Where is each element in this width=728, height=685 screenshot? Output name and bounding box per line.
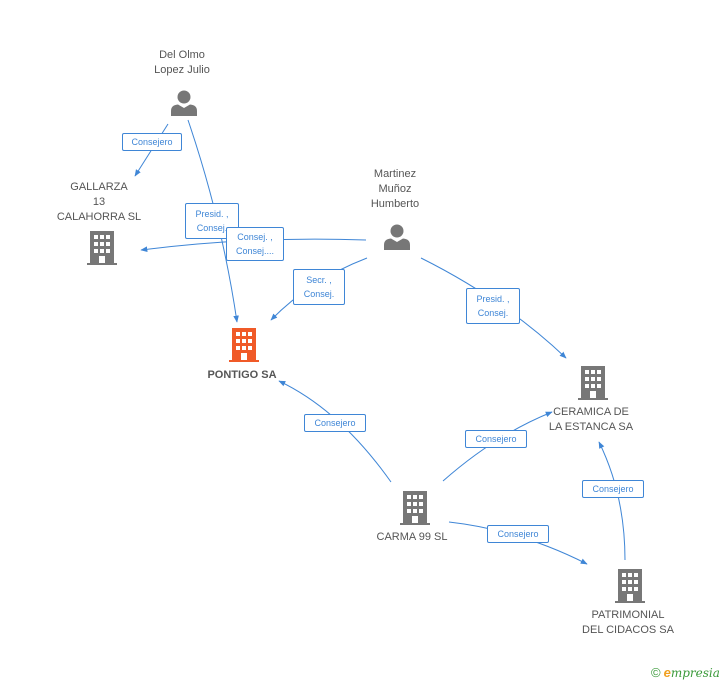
node-label-line: 13: [92, 196, 106, 208]
node-label-line: CERAMICA DE: [553, 406, 629, 418]
edge-label-martinez-ceramica[interactable]: Presid. , Consej.: [466, 288, 520, 324]
node-label-line: Lopez Julio: [154, 64, 210, 76]
node-label-del-olmo[interactable]: Del Olmo Lopez Julio: [122, 48, 242, 78]
node-label-line: Martinez: [373, 168, 417, 180]
person-icon[interactable]: [171, 90, 197, 117]
edge-label-line: Presid. ,: [476, 294, 510, 304]
node-label-carma[interactable]: CARMA 99 SL: [352, 530, 472, 545]
edge-label-carma-ceramica[interactable]: Consejero: [465, 430, 527, 448]
edge-label-line: Consej. ,: [237, 232, 273, 242]
brand-name: mpresia: [670, 666, 720, 680]
node-label-ceramica[interactable]: CERAMICA DE LA ESTANCA SA: [531, 405, 651, 435]
edge-label-line: Consejero: [131, 137, 173, 147]
edge-label-line: Consej.: [303, 289, 335, 299]
edge-label-line: Secr. ,: [306, 275, 332, 285]
copyright-icon: ©: [651, 665, 661, 680]
edge-label-line: Consejero: [314, 418, 356, 428]
building-icon-focus[interactable]: [229, 328, 259, 362]
building-icon[interactable]: [578, 366, 608, 400]
node-label-line: DEL CIDACOS SA: [582, 624, 674, 636]
node-label-line: CALAHORRA SL: [56, 211, 142, 223]
edge-label-del-olmo-gallarza[interactable]: Consejero: [122, 133, 182, 151]
edge-label-line: Presid. ,: [195, 209, 229, 219]
brand-e: e: [663, 665, 671, 680]
node-label-line: LA ESTANCA SA: [548, 421, 634, 433]
node-label-patrimonial[interactable]: PATRIMONIAL DEL CIDACOS SA: [568, 608, 688, 638]
node-label-line: Del Olmo: [159, 49, 205, 61]
edge-label-line: Consejero: [592, 484, 634, 494]
node-label-line: CARMA 99 SL: [376, 531, 448, 543]
node-label-line: PATRIMONIAL: [591, 609, 665, 621]
node-label-pontigo[interactable]: PONTIGO SA: [182, 368, 302, 383]
edge-label-martinez-gallarza[interactable]: Consej. , Consej....: [226, 227, 284, 261]
edge-patrimonial-ceramica: [598, 441, 626, 561]
node-label-gallarza[interactable]: GALLARZA 13 CALAHORRA SL: [39, 180, 159, 225]
edge-label-line: Consejero: [475, 434, 517, 444]
edge-label-carma-patrimonial[interactable]: Consejero: [487, 525, 549, 543]
edge-label-carma-pontigo[interactable]: Consejero: [304, 414, 366, 432]
building-icon[interactable]: [400, 491, 430, 525]
node-label-line: PONTIGO SA: [207, 369, 277, 381]
edge-label-martinez-pontigo[interactable]: Secr. , Consej.: [293, 269, 345, 305]
node-label-line: GALLARZA: [70, 181, 128, 193]
edge-label-line: Consejero: [497, 529, 539, 539]
node-label-martinez[interactable]: Martinez Muñoz Humberto: [335, 167, 455, 212]
edge-label-line: Consej.: [477, 308, 509, 318]
edge-label-line: Consej....: [235, 246, 275, 256]
person-icon[interactable]: [384, 224, 410, 251]
building-icon[interactable]: [87, 231, 117, 265]
edge-label-patrimonial-ceramica[interactable]: Consejero: [582, 480, 644, 498]
edge-label-line: Consej.: [196, 223, 228, 233]
node-label-line: Muñoz: [378, 183, 412, 195]
brand-logo: ©empresia: [651, 665, 720, 680]
building-icon[interactable]: [615, 569, 645, 603]
node-label-line: Humberto: [370, 198, 420, 210]
